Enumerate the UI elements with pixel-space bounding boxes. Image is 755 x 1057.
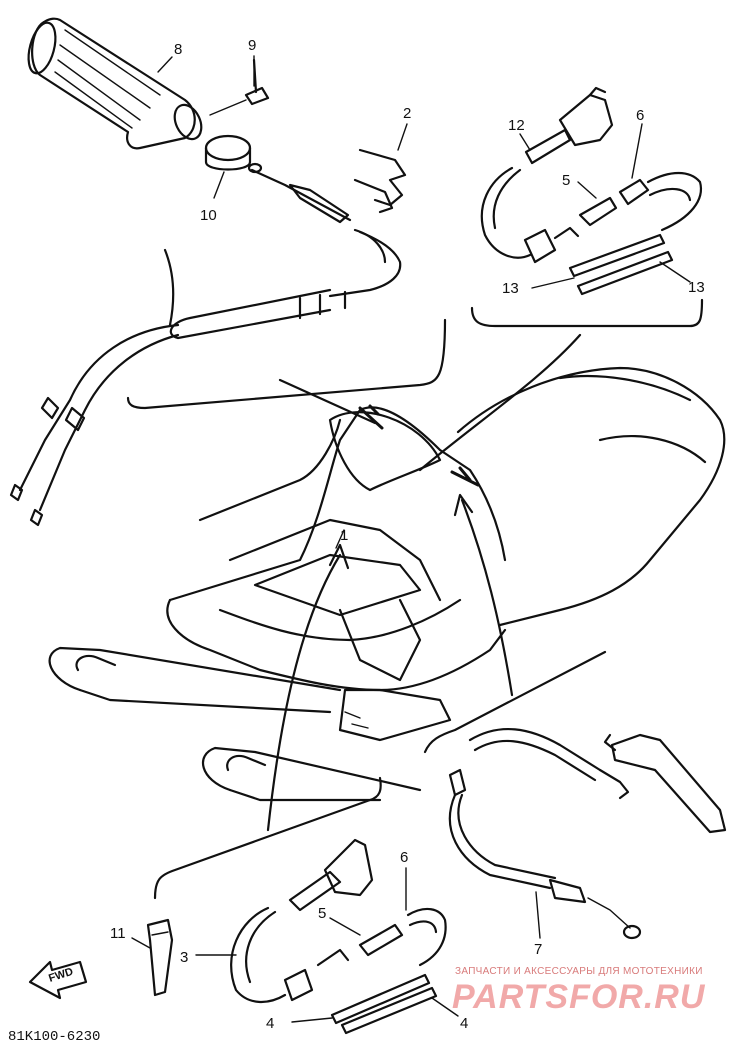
diagram-code: 81K100-6230: [8, 1029, 100, 1045]
callout-13-right: 13: [688, 279, 705, 296]
brake-cable-assembly: [448, 728, 727, 940]
callout-12: 12: [508, 117, 525, 134]
callout-5-top: 5: [562, 172, 570, 189]
callout-7: 7: [534, 941, 542, 958]
switch-assembly-bottom: [146, 838, 447, 1035]
callout-5-bottom: 5: [318, 905, 326, 922]
callout-6-bottom: 6: [400, 849, 408, 866]
callout-4-left: 4: [266, 1015, 274, 1032]
switch-assembly-top: [480, 86, 703, 296]
watermark: ЗАПЧАСТИ И АКСЕССУАРЫ ДЛЯ МОТОТЕХНИКИ PA…: [452, 966, 706, 1016]
watermark-caption: ЗАПЧАСТИ И АКСЕССУАРЫ ДЛЯ МОТОТЕХНИКИ: [455, 966, 703, 977]
fwd-arrow-icon: FWD: [28, 960, 88, 1000]
screw-part-9: [209, 58, 270, 116]
callout-2: 2: [403, 105, 411, 122]
callout-8: 8: [174, 41, 182, 58]
leader-lines: [266, 333, 582, 832]
bracket-top-right: [470, 298, 704, 328]
bracket-bottom-right: [423, 650, 607, 754]
bracket-top-left: [126, 248, 447, 410]
callout-1: 1: [340, 527, 348, 544]
snowmobile-body: [166, 366, 726, 742]
clip-part-2: [353, 148, 407, 214]
callout-11: 11: [110, 925, 126, 942]
callout-4-right: 4: [460, 1015, 468, 1032]
callout-9: 9: [248, 37, 256, 54]
ski-left: [48, 646, 342, 714]
callout-10: 10: [200, 207, 217, 224]
callout-3: 3: [180, 949, 188, 966]
bracket-bottom-left: [153, 776, 382, 900]
callout-6-top: 6: [636, 107, 644, 124]
grip-part-8: [27, 17, 203, 150]
watermark-brand: PARTSFOR.RU: [452, 978, 706, 1016]
callout-leaders: [131, 55, 691, 1023]
callout-13-left: 13: [502, 280, 519, 297]
throttle-cable-assembly: [9, 162, 402, 527]
ski-right: [202, 746, 422, 802]
callout-labels: 8 9 10 2 12 6 5 13 13 1 11 3 5 6 7 4 4: [110, 37, 705, 1032]
collar-part-10: [204, 134, 252, 171]
